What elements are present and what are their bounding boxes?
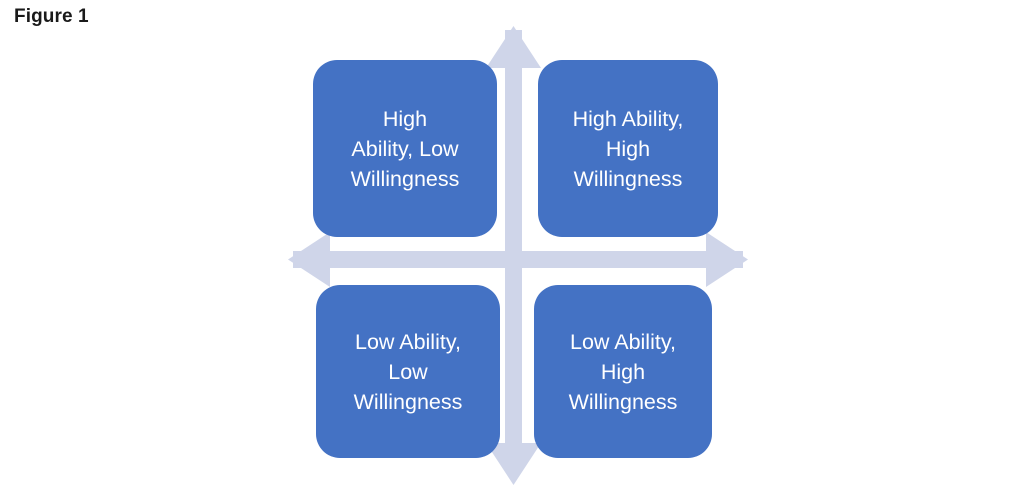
figure-caption: Figure 1 <box>14 6 89 27</box>
quadrant-high-ability-low-willingness[interactable]: High Ability, Low Willingness <box>313 60 497 237</box>
horizontal-axis-arrow <box>288 232 748 287</box>
quadrant-low-ability-low-willingness[interactable]: Low Ability, Low Willingness <box>316 285 500 458</box>
quadrant-low-ability-high-willingness[interactable]: Low Ability, High Willingness <box>534 285 712 458</box>
quadrant-label-top-right: High Ability, High Willingness <box>572 106 684 191</box>
quadrant-label-bottom-right: Low Ability, High Willingness <box>568 329 678 414</box>
quadrant-label-bottom-left: Low Ability, Low Willingness <box>353 329 463 414</box>
quadrant-high-ability-high-willingness[interactable]: High Ability, High Willingness <box>538 60 718 237</box>
quadrant-label-top-left: High Ability, Low Willingness <box>350 106 460 191</box>
